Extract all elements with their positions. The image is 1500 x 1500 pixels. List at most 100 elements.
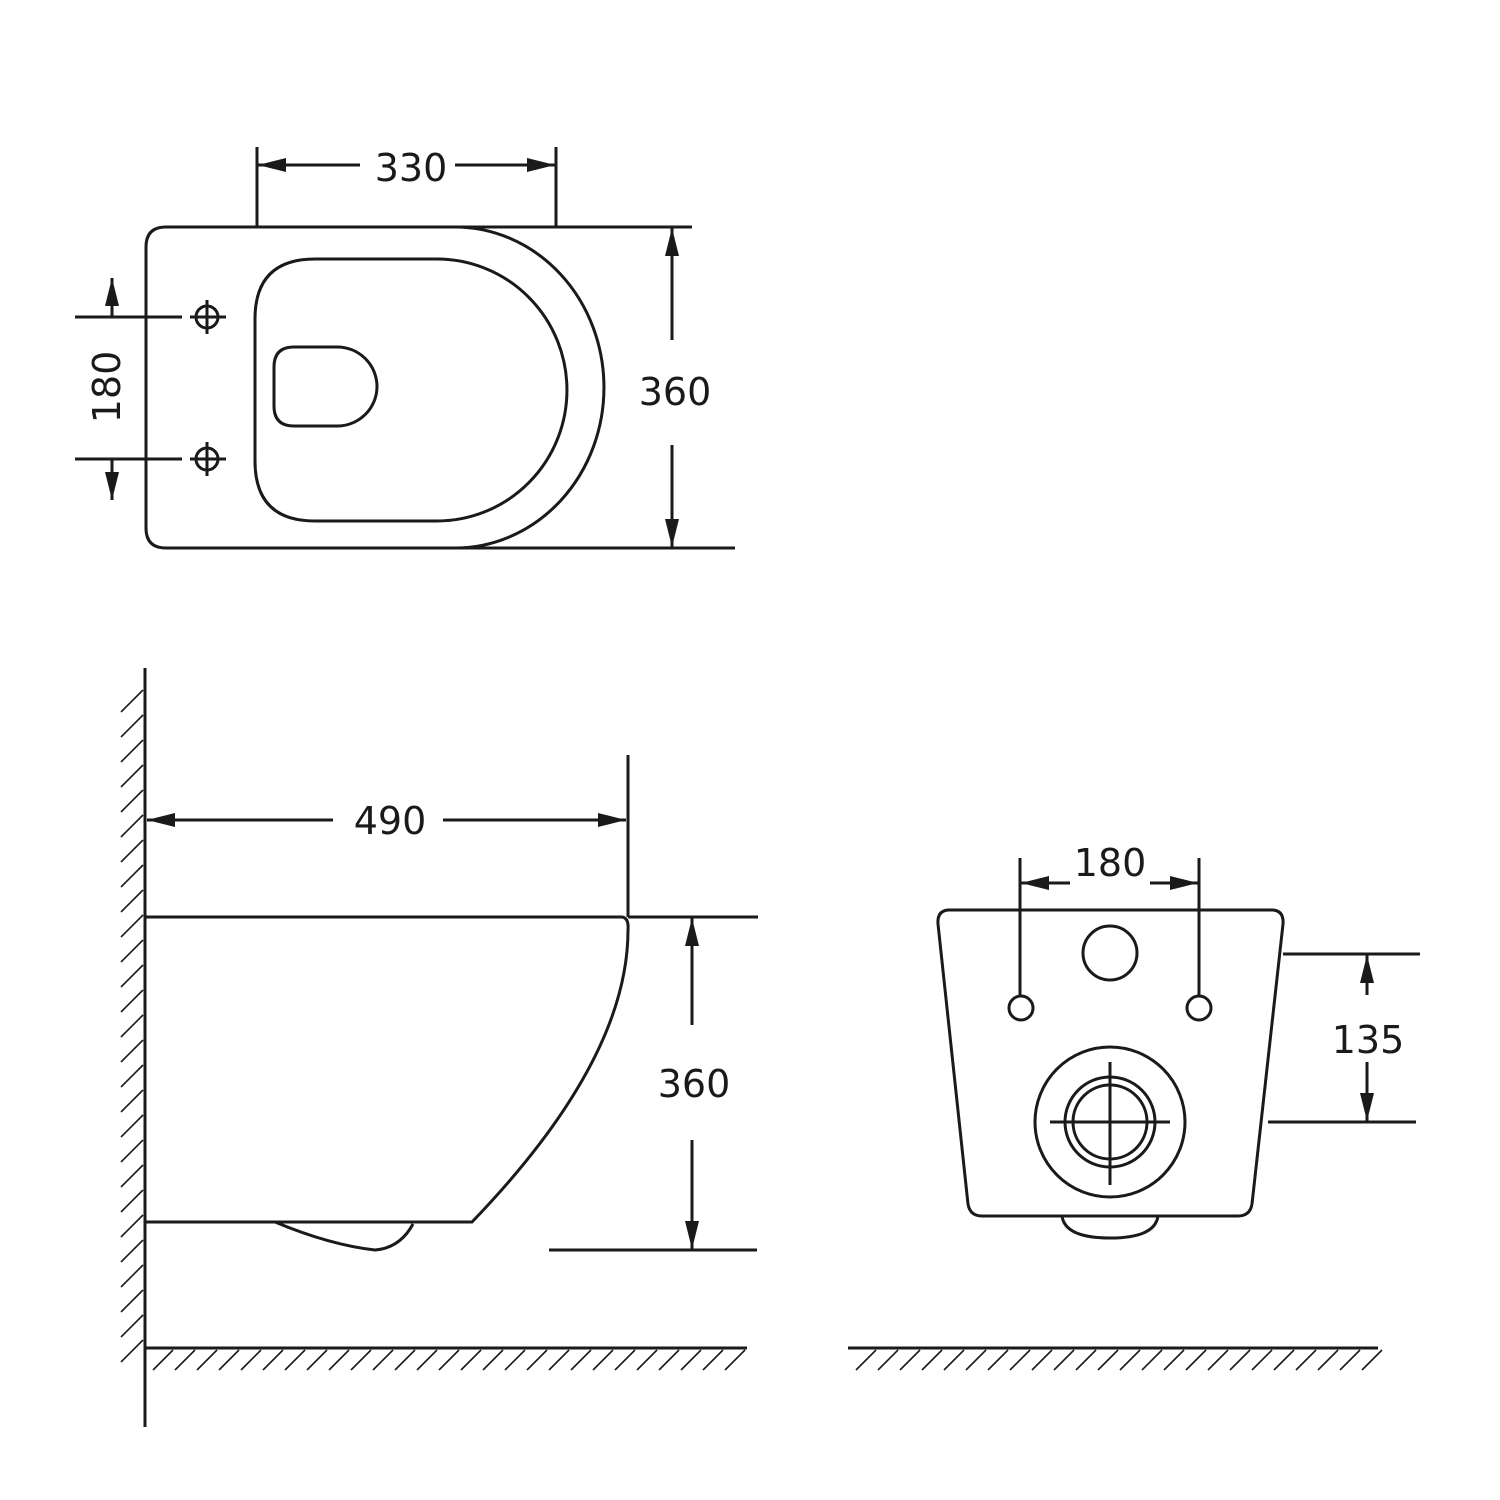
hatch-line — [724, 1349, 746, 1371]
hatch-line — [306, 1349, 328, 1371]
hatch-line — [1053, 1349, 1075, 1371]
hatch-line — [120, 739, 144, 763]
front-outline — [936, 908, 1285, 1218]
drain-outlet-icon — [1033, 1045, 1187, 1199]
hatch-line — [120, 1014, 144, 1038]
hatch-line — [877, 1349, 899, 1371]
hatch-line — [120, 839, 144, 863]
hatch-line — [120, 939, 144, 963]
hatch-line — [1317, 1349, 1339, 1371]
hatch-line — [614, 1349, 636, 1371]
hatch-line — [592, 1349, 614, 1371]
hatch-line — [240, 1349, 262, 1371]
mounting-hole-right — [1185, 994, 1213, 1022]
hatch-line — [120, 1289, 144, 1313]
toilet-body-profile — [145, 915, 630, 1224]
hatch-line — [1097, 1349, 1119, 1371]
mounting-hole-left — [1007, 994, 1035, 1022]
hatch-line — [482, 1349, 504, 1371]
hatch-line — [120, 1339, 144, 1363]
hatch-line — [636, 1349, 658, 1371]
hatch-line — [394, 1349, 416, 1371]
hatch-line — [965, 1349, 987, 1371]
dimension-hole-spacing-front: 180 — [1074, 841, 1147, 885]
hatch-line — [120, 1239, 144, 1263]
hatch-line — [120, 1064, 144, 1088]
hatch-line — [1075, 1349, 1097, 1371]
hatch-line — [120, 1114, 144, 1138]
mounting-hole-icon — [190, 300, 226, 334]
dimension-inlet-height: 135 — [1332, 1018, 1405, 1062]
hatch-line — [702, 1349, 724, 1371]
hatch-line — [1163, 1349, 1185, 1371]
hatch-line — [120, 689, 144, 713]
floor-hatching — [855, 1349, 1383, 1371]
bowl-outline — [144, 225, 606, 550]
hatch-line — [1031, 1349, 1053, 1371]
hatch-line — [120, 864, 144, 888]
hatch-line — [120, 914, 144, 938]
hatch-line — [350, 1349, 372, 1371]
dimension-depth: 360 — [639, 370, 712, 414]
hatch-line — [120, 1164, 144, 1188]
hatch-line — [120, 989, 144, 1013]
hatch-line — [1339, 1349, 1361, 1371]
hatch-line — [284, 1349, 306, 1371]
hatch-line — [372, 1349, 394, 1371]
hatch-line — [152, 1349, 174, 1371]
hatch-line — [855, 1349, 877, 1371]
hatch-line — [262, 1349, 284, 1371]
hatch-line — [1009, 1349, 1031, 1371]
bowl-opening — [272, 345, 379, 428]
floor-hatching — [152, 1349, 746, 1371]
hatch-line — [416, 1349, 438, 1371]
hatch-line — [658, 1349, 680, 1371]
hatch-line — [504, 1349, 526, 1371]
hatch-line — [570, 1349, 592, 1371]
hatch-line — [120, 814, 144, 838]
front-view: 180 135 — [848, 841, 1420, 1371]
dimension-hole-spacing: 180 — [85, 351, 129, 424]
hatch-line — [120, 1314, 144, 1338]
outlet-profile — [274, 1220, 415, 1252]
hatch-line — [1119, 1349, 1141, 1371]
mounting-hole-icon — [190, 442, 226, 476]
hatch-line — [120, 1264, 144, 1288]
hatch-line — [1229, 1349, 1251, 1371]
hatch-line — [680, 1349, 702, 1371]
hatch-line — [943, 1349, 965, 1371]
hatch-line — [120, 1039, 144, 1063]
hatch-line — [1251, 1349, 1273, 1371]
hatch-line — [120, 1214, 144, 1238]
hatch-line — [120, 1189, 144, 1213]
dimension-height: 360 — [658, 1062, 731, 1106]
hatch-line — [120, 889, 144, 913]
hatch-line — [460, 1349, 482, 1371]
hatch-line — [328, 1349, 350, 1371]
hatch-line — [1185, 1349, 1207, 1371]
hatch-line — [196, 1349, 218, 1371]
hatch-line — [120, 1139, 144, 1163]
hatch-line — [1295, 1349, 1317, 1371]
water-inlet — [1081, 924, 1139, 982]
hatch-line — [899, 1349, 921, 1371]
dimension-width: 330 — [375, 146, 448, 190]
dimension-length: 490 — [354, 799, 427, 843]
hatch-line — [1273, 1349, 1295, 1371]
hatch-line — [120, 789, 144, 813]
hatch-line — [1207, 1349, 1229, 1371]
hatch-line — [548, 1349, 570, 1371]
hatch-line — [1141, 1349, 1163, 1371]
hatch-line — [120, 764, 144, 788]
seat-rim — [253, 257, 569, 523]
hatch-line — [174, 1349, 196, 1371]
hatch-line — [987, 1349, 1009, 1371]
wall-hatching — [120, 689, 144, 1363]
hatch-line — [921, 1349, 943, 1371]
hatch-line — [218, 1349, 240, 1371]
side-view: 490 360 — [120, 668, 758, 1427]
hatch-line — [438, 1349, 460, 1371]
hatch-line — [120, 1089, 144, 1113]
hatch-line — [120, 714, 144, 738]
